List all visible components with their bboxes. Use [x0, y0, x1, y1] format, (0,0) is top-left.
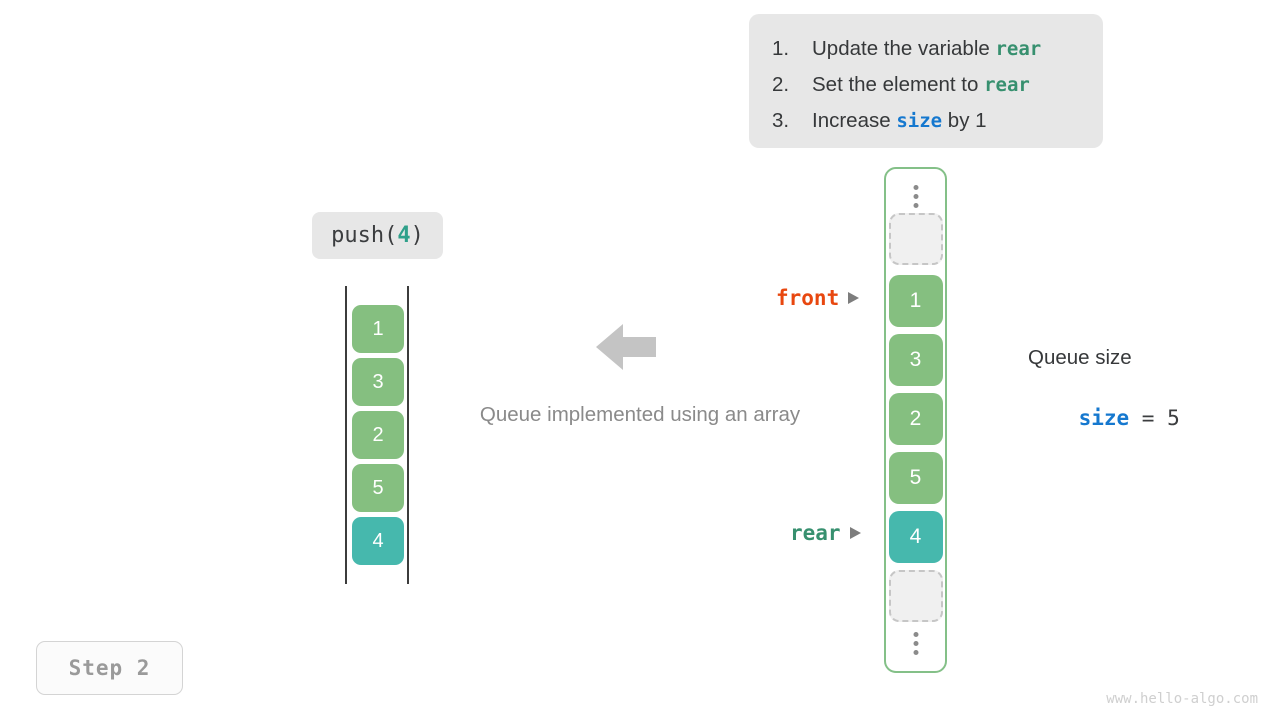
operation-close-paren: ) [410, 223, 424, 248]
queue-size-title: Queue size [1028, 346, 1132, 369]
circular-cell-highlighted: 4 [888, 511, 943, 563]
pointer-arrow-icon [849, 527, 861, 539]
step-item-2: 2. Set the element to rear [749, 67, 1103, 103]
steps-callout-box: 1. Update the variable rear 2. Set the e… [749, 14, 1103, 148]
linear-array-cells: 1 3 2 5 4 [352, 305, 404, 570]
array-cell: 3 [352, 358, 404, 406]
circular-cell: 1 [888, 275, 943, 327]
array-cell: 5 [352, 464, 404, 512]
rear-pointer-label: rear [790, 521, 861, 545]
array-cell: 1 [352, 305, 404, 353]
operation-name: push( [331, 223, 398, 248]
step-badge: Step 2 [36, 641, 183, 695]
front-pointer-text: front [776, 286, 840, 310]
vertical-ellipsis-icon [913, 632, 918, 655]
circular-cell: 2 [888, 393, 943, 445]
step-number: 3. [772, 109, 790, 132]
pointer-arrow-icon [848, 292, 860, 304]
size-variable-name: size [1078, 406, 1130, 430]
queue-size-info: Queue size size = 5 [1028, 344, 1180, 454]
circular-cell-empty [888, 213, 943, 265]
size-operator: = [1129, 406, 1168, 430]
circular-cell: 5 [888, 452, 943, 504]
diagram-caption: Queue implemented using an array [479, 403, 801, 426]
vertical-ellipsis-icon [913, 185, 918, 208]
operation-label: push(4) [312, 212, 443, 259]
step-item-3: 3. Increase size by 1 [749, 103, 1103, 139]
step-code-token: rear [995, 38, 1042, 60]
linear-array-view: 1 3 2 5 4 [345, 286, 409, 584]
watermark: www.hello-algo.com [1106, 691, 1258, 707]
circular-cell: 3 [888, 334, 943, 386]
circular-cell-empty [888, 570, 943, 622]
circular-array-view: 1 3 2 5 4 [884, 167, 947, 673]
step-text: Set the element to [812, 73, 985, 96]
step-number: 2. [772, 73, 790, 96]
step-item-1: 1. Update the variable rear [749, 31, 1103, 67]
array-rail-right [407, 286, 409, 584]
step-code-token: size [896, 110, 943, 132]
size-value: 5 [1167, 406, 1180, 430]
step-number: 1. [772, 37, 790, 60]
step-text: Update the variable [812, 37, 996, 60]
step-code-token: rear [984, 74, 1030, 96]
step-text: Increase [812, 109, 897, 132]
left-arrow-icon [596, 320, 656, 374]
array-cell: 2 [352, 411, 404, 459]
queue-size-expression: size = 5 [1028, 382, 1180, 454]
rear-pointer-text: rear [790, 521, 841, 545]
front-pointer-label: front [776, 286, 860, 310]
array-rail-left [345, 286, 347, 584]
array-cell-highlighted: 4 [352, 517, 404, 565]
operation-argument: 4 [397, 223, 411, 248]
step-text-suffix: by 1 [942, 109, 987, 132]
